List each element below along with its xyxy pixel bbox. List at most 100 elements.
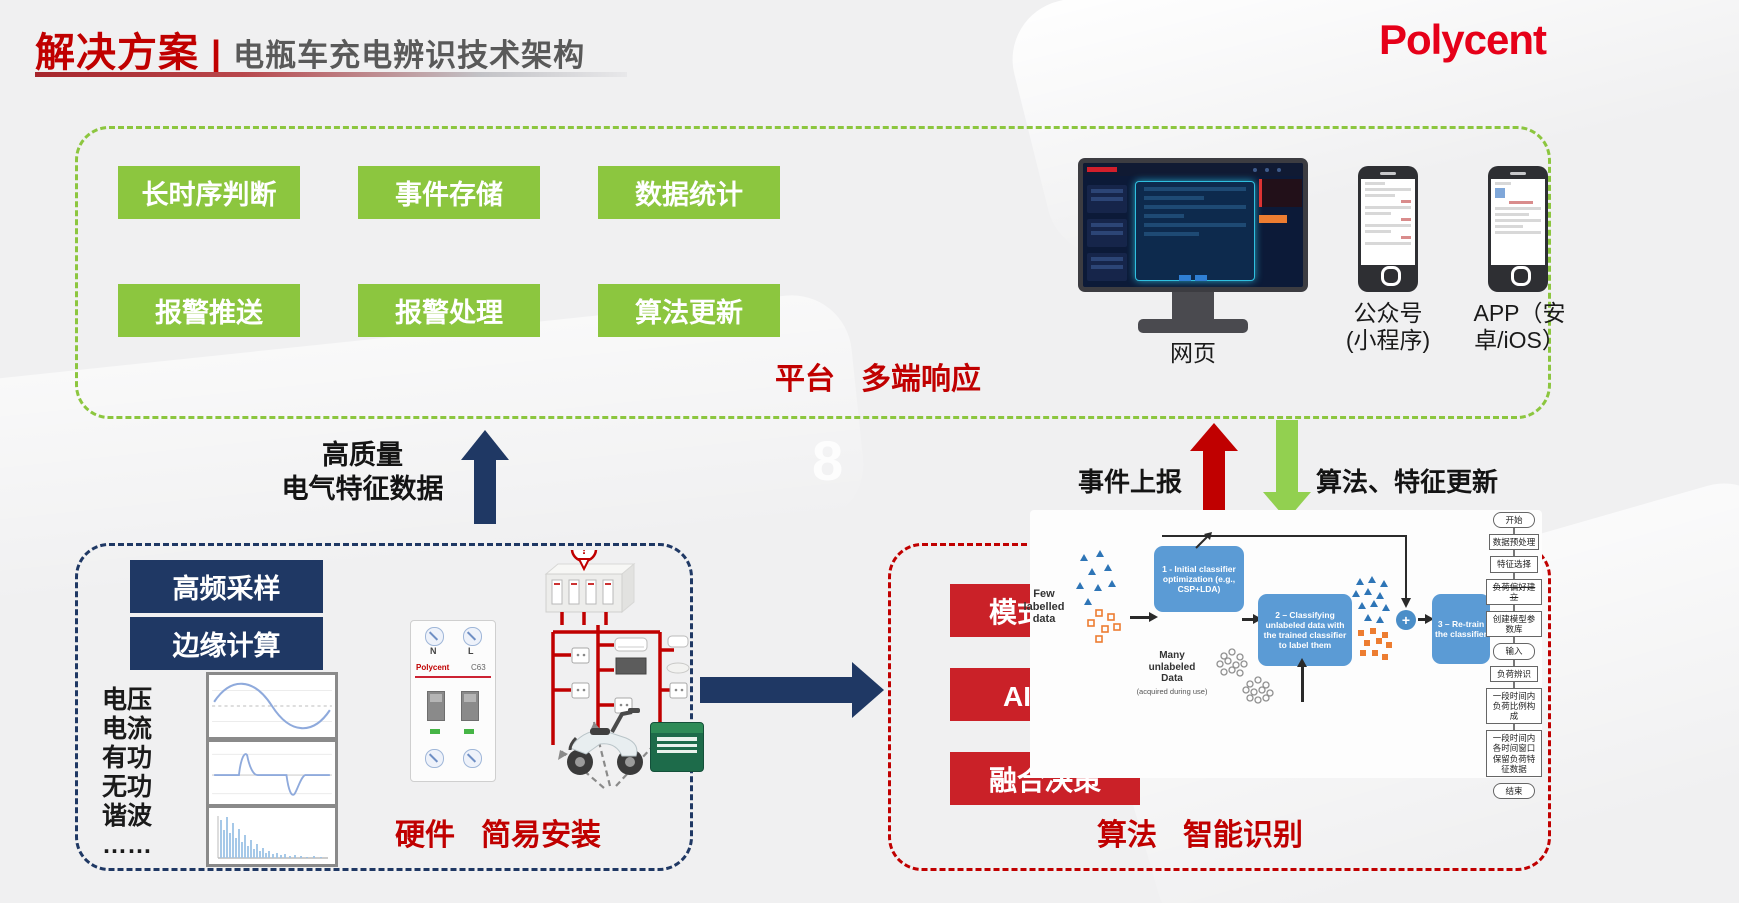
voltage-waveform-chart [206,672,338,740]
platform-feature-button: 长时序判断 [118,166,300,219]
red-up-arrow-shaft [1203,451,1225,523]
upload-arrow-label: 高质量 电气特征数据 [240,438,485,506]
dashboard-card [1087,253,1127,281]
breaker-indicator [464,729,474,734]
flow-arrow [1418,614,1434,624]
feedback-loop-line [1162,532,1411,608]
breaker-switch-icon [427,691,445,721]
green-down-arrow-shaft [1276,420,1298,492]
hardware-caption-part2: 简易安装 [481,819,601,852]
wechat-label-line1: 公众号 [1353,300,1423,326]
app-phone-graphic [1488,166,1548,292]
hardware-feature-button: 高频采样 [130,560,323,613]
dashboard-screen [1083,163,1303,287]
screw-icon [425,749,444,768]
screw-icon [463,749,482,768]
brand-logo: Polycent [1378,16,1547,63]
sockets-and-appliances [571,635,690,714]
platform-caption-part2: 多端响应 [861,363,981,396]
screw-icon [463,627,482,646]
battery-icon [650,722,704,772]
dashboard-dot [1265,168,1269,172]
dashboard-modal [1135,181,1255,281]
platform-feature-button: 事件存储 [358,166,540,219]
mini-breakers [551,579,614,605]
breaker-switch-icon [461,691,479,721]
cn-flow-step: 一段时间内负荷比例构成 [1486,687,1542,725]
header: 解决方案 | 电瓶车充电辨识技术架构 [35,20,585,78]
screw-icon [425,627,444,646]
platform-caption: 平台 多端响应 [698,354,1058,398]
signal-list: 电压 电流 有功 无功 谐波 …… [102,686,152,860]
red-up-arrow-head [1190,423,1238,451]
title-underline [35,72,627,77]
dashboard-card [1087,185,1127,213]
monitor-graphic [1078,158,1308,292]
breaker-model-label: C63 [471,663,486,672]
signal-item: 有功 [102,744,153,772]
labeled-scatter-icon [1076,550,1121,643]
cn-flow-step: 一段时间内各时间窗口保留负荷特征数据 [1486,730,1542,777]
dashboard-button [1195,275,1207,281]
unlabeled-circles-icon [1216,648,1274,704]
navy-up-arrow-head [461,430,509,460]
combine-plus-icon: + [1396,610,1416,630]
page-number-watermark: 8 [812,429,844,492]
dashboard-button [1179,275,1191,281]
hardware-to-algorithm-arrow-shaft [700,677,852,703]
cn-flow-step: 特征选择 [1490,556,1538,573]
dashboard-topbar [1083,163,1303,176]
dashboard-orange-button [1259,215,1287,223]
breaker-brand-label: Polycent [416,663,450,672]
dashboard-dot [1253,168,1257,172]
hardware-to-algorithm-arrow-head [852,662,884,718]
spectrum-icon [217,816,328,859]
app-label-line1: APP（安 [1473,300,1566,326]
cn-flow-step: 创建模型参数库 [1486,610,1542,638]
phone-speaker [1510,172,1526,175]
circuit-breaker-graphic: N L Polycent C63 [410,620,496,782]
scooter-icon [567,708,643,775]
wiring-diagram: ! [544,550,690,789]
platform-feature-button: 算法更新 [598,284,780,337]
signal-item: …… [102,831,152,859]
cn-flow-step: 数据预处理 [1488,534,1540,551]
cn-flow-connector [1513,526,1515,752]
dashboard-logo-bar [1087,167,1117,172]
cn-flow-step: 输入 [1493,643,1535,660]
signal-item: 无功 [102,773,153,801]
cn-flow-step: 负荷辨识 [1490,665,1538,682]
unlabeled-to-step2-arrow [1297,658,1307,702]
platform-feature-button: 报警推送 [118,284,300,337]
platform-feature-button: 报警处理 [358,284,540,337]
phone-home-button [1381,266,1401,286]
breaker-l-label: L [468,646,474,656]
cn-flow-step: 负荷偏好建立 [1486,578,1542,605]
dashboard-dot [1277,168,1281,172]
upload-label-line1: 高质量 [322,440,403,470]
harmonics-spectrum-chart [206,805,338,867]
red-wiring [551,612,674,745]
cn-flow-step: 开始 [1493,512,1535,529]
ml-step2-box: 2 – Classifying unlabeled data with the … [1258,594,1352,666]
phone-screen [1491,179,1545,265]
cn-flow-step: 结束 [1493,783,1535,800]
ml-step3-box: 3 – Re-train the classifier [1432,594,1490,664]
breaker-n-label: N [430,646,437,656]
hardware-feature-button: 边缘计算 [130,617,323,670]
cn-flowchart: 开始 数据预处理 特征选择 负荷偏好建立 创建模型参数库 输入 负荷辨识 一段时… [1486,512,1542,800]
phone-screen [1361,179,1415,265]
classified-scatter-icon [1352,576,1392,660]
many-unlabeled-sublabel: (acquired during use) [1136,687,1208,696]
dashboard-card [1087,219,1127,247]
algorithm-caption-part2: 智能识别 [1183,819,1303,852]
few-labelled-data-label: Few labelled data [1023,588,1065,626]
platform-caption-part1: 平台 [775,363,835,396]
ml-step1-box: 1 - Initial classifier optimization (e.g… [1154,546,1244,612]
title-divider: | [211,33,222,74]
web-label: 网页 [1170,340,1216,366]
navy-up-arrow-shaft [474,460,496,524]
event-upload-label: 事件上报 [1077,467,1182,497]
pulse-wave-icon [212,753,332,796]
page-subtitle: 电瓶车充电辨识技术架构 [233,38,586,73]
